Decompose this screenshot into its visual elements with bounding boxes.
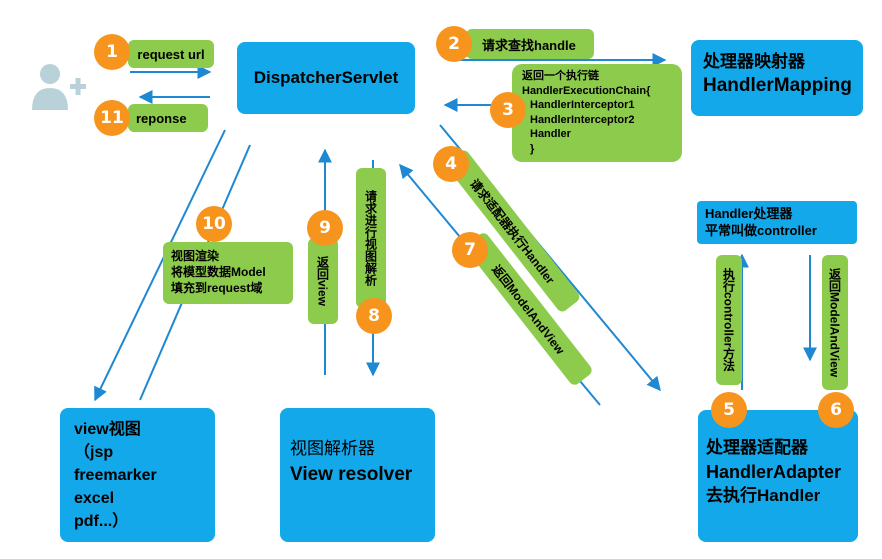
step-6-label: 返回ModelAndView [822, 255, 848, 390]
step-2-label: 请求查找handle [466, 29, 594, 59]
user-add-icon [32, 64, 86, 110]
view-resolver-en: View resolver [290, 464, 413, 485]
handler-note-line-1: Handler处理器 [705, 206, 793, 221]
handler-mapping-en: HandlerMapping [703, 75, 852, 96]
arrow-render-view [94, 129, 226, 402]
step-5-badge: 5 [711, 392, 747, 428]
view-resolver-box: 视图解析器 View resolver [280, 408, 435, 542]
handler-adapter-en: HandlerAdapter [706, 462, 842, 482]
step-11-badge: 11 [94, 100, 130, 136]
step-6-badge: 6 [818, 392, 854, 428]
step-3-badge: 3 [490, 92, 526, 128]
dispatcher-servlet-label: DispatcherServlet [253, 68, 399, 87]
step-8-badge: 8 [356, 298, 392, 334]
view-line-2: （jsp [74, 444, 114, 461]
step-1-label: request url [128, 40, 214, 68]
view-resolver-cn: 视图解析器 [290, 439, 375, 458]
dispatcher-servlet-box: DispatcherServlet [237, 42, 415, 114]
step-11-label: reponse [128, 104, 208, 132]
step-9-badge: 9 [307, 210, 343, 246]
step-5-label: 执行controller方法 [716, 255, 742, 385]
view-line-1: view视图 [74, 421, 141, 438]
step-10-label: 视图渲染 将模型数据Model 填充到request域 [163, 242, 293, 304]
step-9-label: 返回view [308, 238, 338, 324]
handler-mapping-box: 处理器映射器 HandlerMapping [691, 40, 863, 116]
step-1-badge: 1 [94, 34, 130, 70]
step-2-badge: 2 [436, 26, 472, 62]
step-4-badge: 4 [433, 146, 469, 182]
view-box: view视图 （jsp freemarker excel pdf...） [60, 408, 215, 542]
step-8-label: 请求进行视图解析 [356, 168, 386, 308]
handler-adapter-cn: 处理器适配器 [706, 438, 808, 457]
handler-adapter-exec: 去执行Handler [706, 486, 821, 505]
handler-mapping-cn: 处理器映射器 [703, 52, 805, 71]
step-7-badge: 7 [452, 232, 488, 268]
view-line-4: excel [74, 490, 115, 507]
handler-adapter-box: 处理器适配器 HandlerAdapter 去执行Handler [698, 410, 858, 542]
handler-note-box: Handler处理器 平常叫做controller [697, 201, 857, 244]
view-line-3: freemarker [74, 467, 157, 484]
step-3-label: 返回一个执行链 HandlerExecutionChain{ HandlerIn… [512, 64, 682, 162]
handler-note-line-2: 平常叫做controller [705, 223, 817, 238]
step-10-badge: 10 [196, 206, 232, 242]
view-line-5: pdf...） [74, 513, 129, 530]
